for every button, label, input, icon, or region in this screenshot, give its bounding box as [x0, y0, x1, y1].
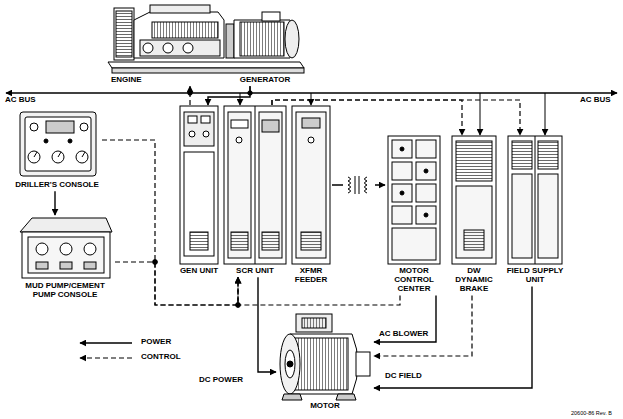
unit-label: MOTOR — [276, 401, 374, 410]
power-connector — [374, 286, 532, 388]
power-connector — [258, 277, 276, 372]
motor-control-center-node: MOTOR CONTROL CENTER — [385, 135, 443, 296]
power-connector — [374, 296, 436, 342]
control-connector — [115, 262, 238, 305]
transformer-symbol — [343, 174, 375, 196]
field-supply-unit-node: FIELD SUPPLY UNIT — [506, 135, 564, 286]
bus-label: AC BUS — [4, 96, 37, 105]
unit-label: ENGINE — [111, 75, 225, 84]
unit-label: GENERATOR — [226, 75, 304, 84]
legend-text: CONTROL — [140, 353, 182, 362]
legend-text: POWER — [140, 338, 172, 347]
connector-label: DC POWER — [198, 376, 244, 385]
power-connector — [208, 86, 250, 105]
drillers-console-illustration — [20, 112, 96, 176]
drillers-console-node: DRILLER'S CONSOLE — [12, 108, 102, 191]
engine-node: ENGINE — [105, 2, 225, 86]
engine-illustration — [108, 5, 304, 73]
dc-motor-node: MOTOR — [276, 312, 374, 412]
dynamic-brake-node: DW DYNAMIC BRAKE — [450, 135, 498, 296]
unit-label: XFMR FEEDER — [290, 266, 332, 284]
generator-node: GENERATOR — [226, 2, 304, 86]
dw-brake-cabinet — [452, 136, 496, 264]
motor-illustration — [280, 314, 370, 400]
unit-label: DRILLER'S CONSOLE — [12, 180, 102, 189]
mud-pump-console-illustration — [20, 218, 112, 278]
figure-number: 20600-86 Rev. B — [570, 410, 613, 416]
connector-label: DC FIELD — [384, 372, 423, 381]
bus-label: AC BUS — [579, 96, 612, 105]
scr-unit-cabinet — [224, 106, 286, 264]
gen-unit-cabinet — [180, 106, 218, 264]
unit-label: DW DYNAMIC BRAKE — [450, 266, 498, 294]
scr-unit-node: SCR UNIT — [223, 105, 287, 277]
xfmr-feeder-cabinet — [292, 106, 330, 264]
legend-control-sample — [80, 357, 132, 358]
xfmr-feeder-node: XFMR FEEDER — [290, 105, 332, 286]
mcc-cabinet — [388, 136, 440, 264]
generator-illustration — [226, 12, 299, 58]
unit-label: SCR UNIT — [223, 266, 287, 275]
legend-power-sample — [80, 342, 132, 343]
pump-console-node: MUD PUMP/CEMENT PUMP CONSOLE — [15, 215, 115, 301]
unit-label: MOTOR CONTROL CENTER — [385, 266, 443, 294]
power-connector — [54, 191, 55, 215]
control-connector — [374, 296, 472, 356]
connector-label: AC BLOWER — [378, 330, 429, 339]
unit-label: GEN UNIT — [178, 266, 220, 275]
gen-unit-node: GEN UNIT — [178, 105, 220, 277]
unit-label: FIELD SUPPLY UNIT — [506, 266, 564, 284]
field-supply-cabinet — [508, 136, 562, 264]
unit-label: MUD PUMP/CEMENT PUMP CONSOLE — [15, 281, 115, 299]
